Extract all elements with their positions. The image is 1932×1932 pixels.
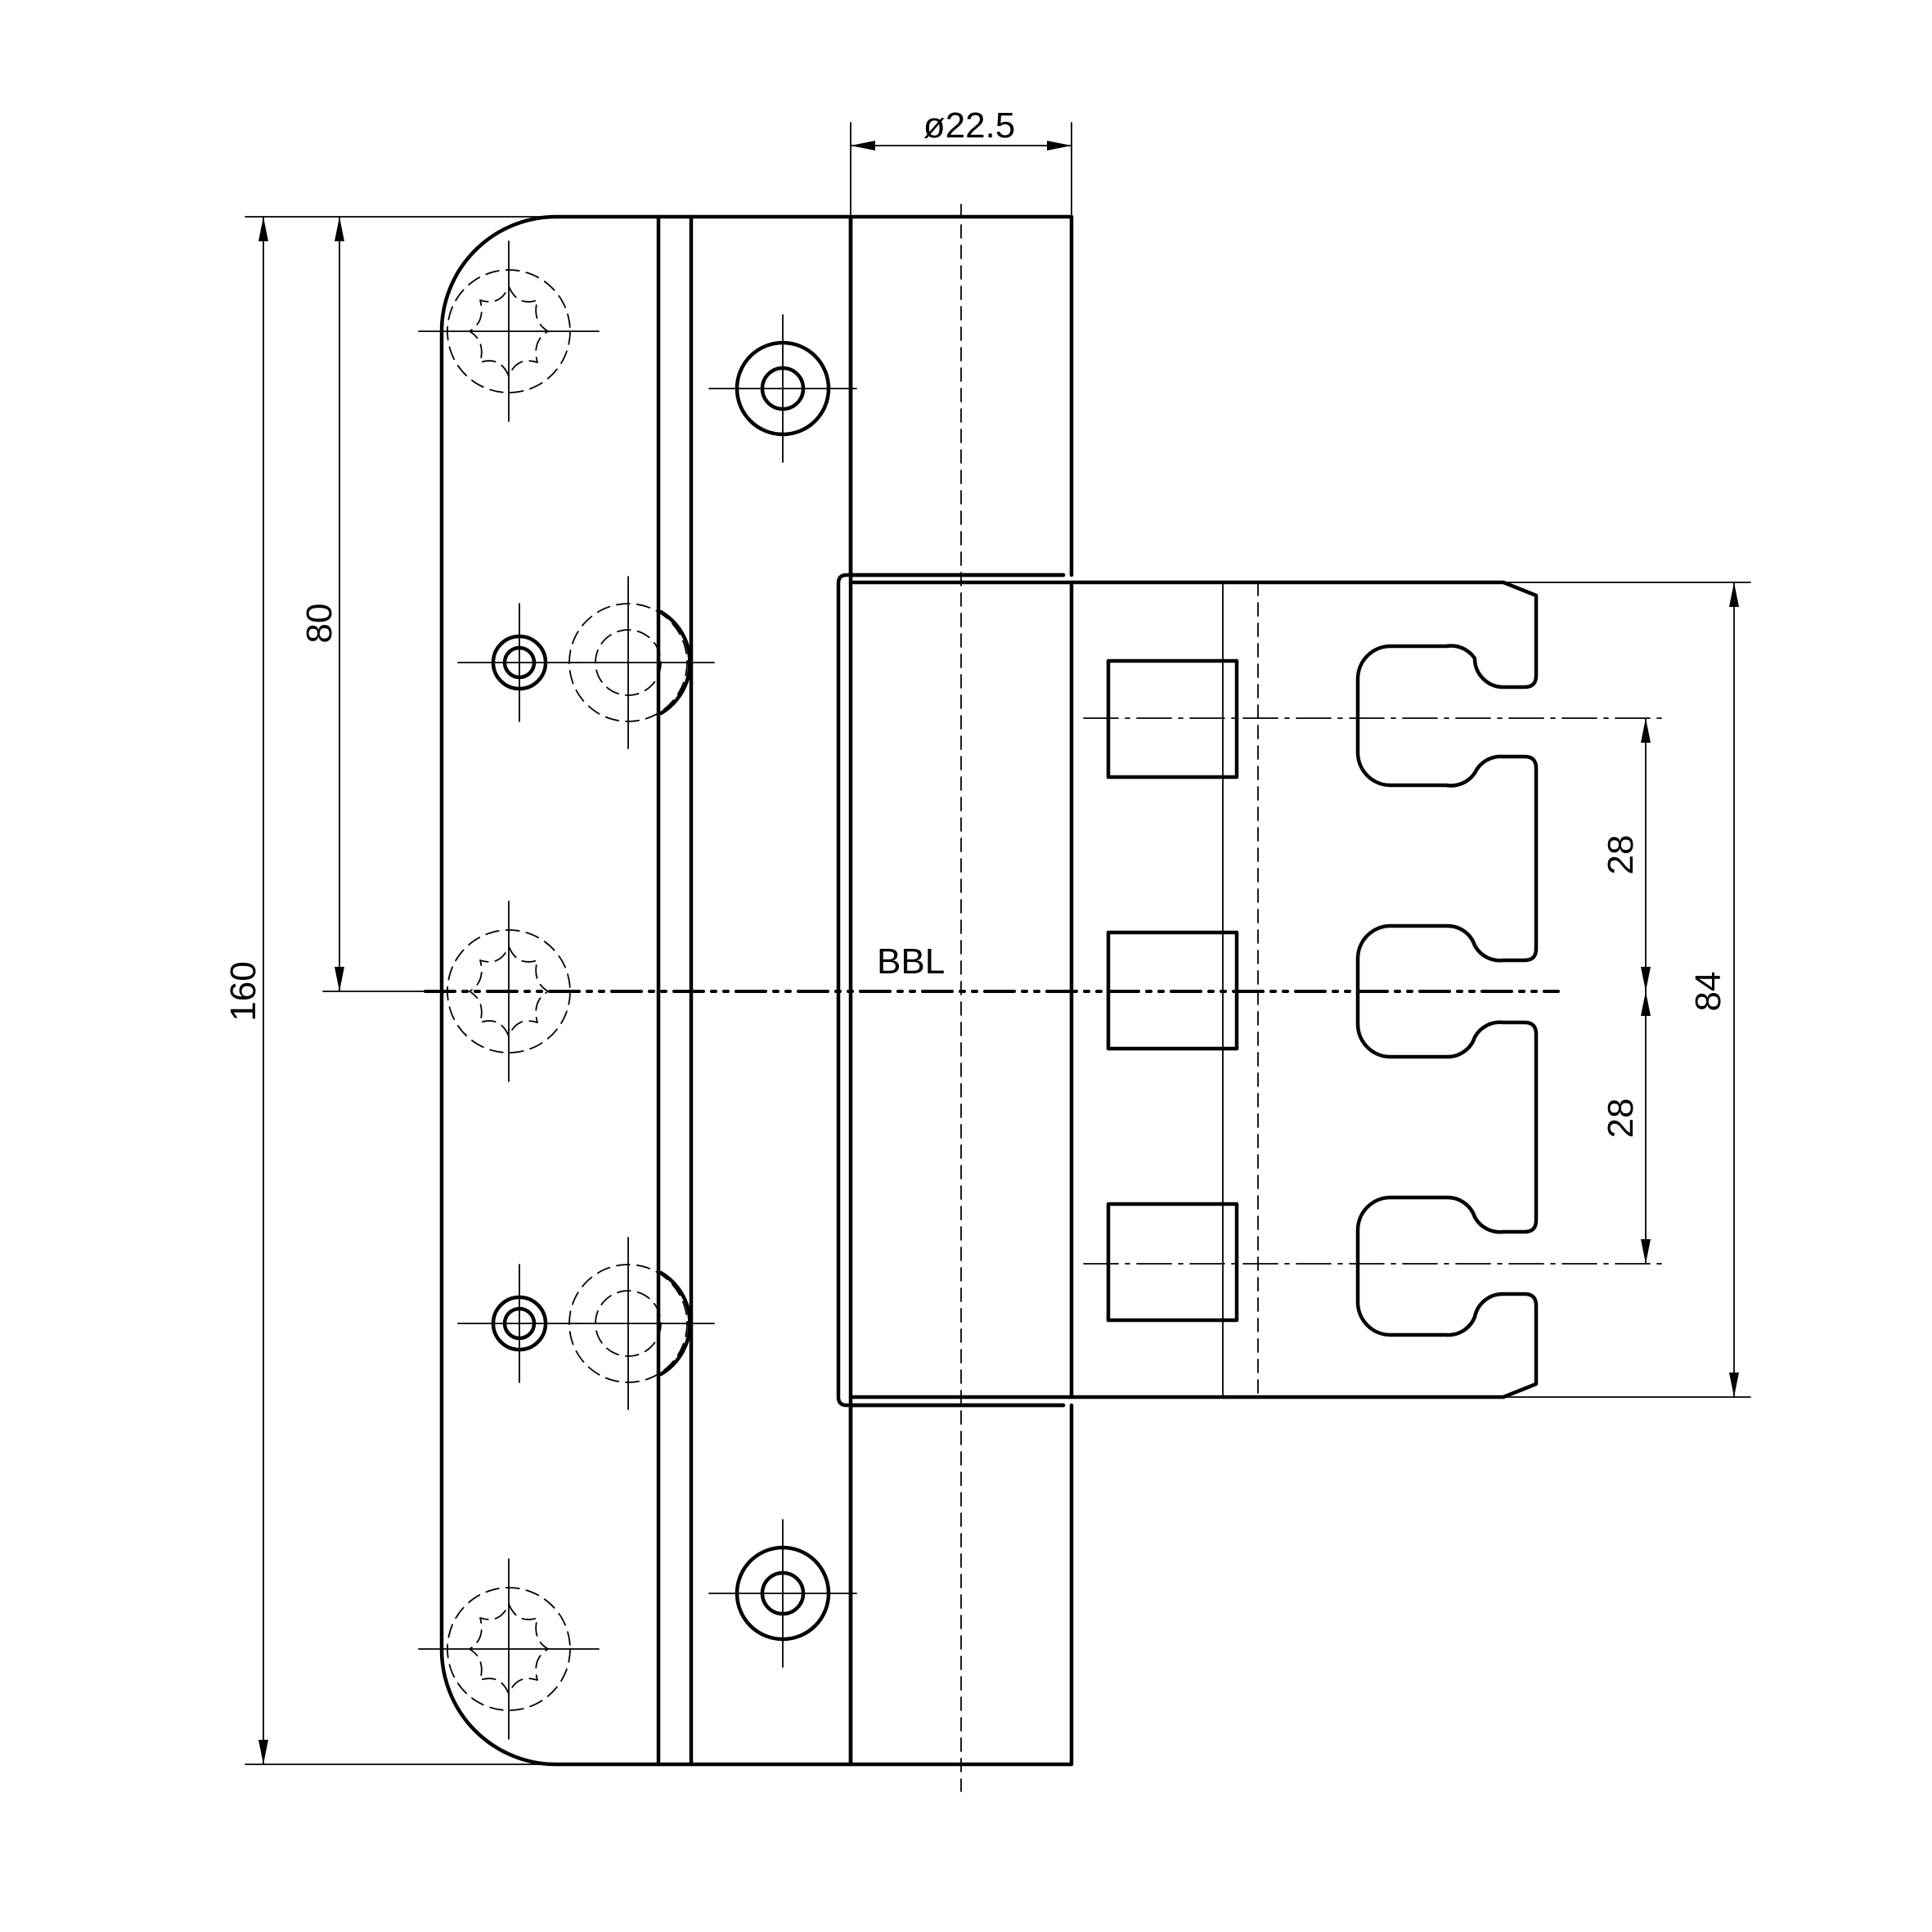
frame-plate-outline xyxy=(1069,580,1539,1400)
square-pocket xyxy=(1106,658,1239,780)
knuckle-upper-outline xyxy=(848,214,1074,577)
bbl-label: BBL xyxy=(877,941,945,982)
hidden-bore-hole xyxy=(566,576,715,749)
dimension-upper-spacing: 28 xyxy=(1601,717,1651,992)
dimension-total-height-text: 160 xyxy=(223,961,263,1021)
countersunk-hole xyxy=(457,1264,582,1383)
dimension-pin-diameter-text: ø22.5 xyxy=(923,106,1016,146)
dimension-frame-height-text: 84 xyxy=(1688,972,1728,1012)
dimension-pin-diameter: ø22.5 xyxy=(850,106,1072,215)
dimension-upper-spacing-text: 28 xyxy=(1601,835,1641,875)
torx-screw-hole xyxy=(418,240,600,422)
dimension-lower-spacing: 28 xyxy=(1601,991,1651,1265)
dimension-lower-spacing-text: 28 xyxy=(1601,1099,1641,1139)
hidden-bore-hole xyxy=(566,1237,715,1410)
dimension-total-height: 160 xyxy=(223,216,557,1765)
fixing-hole xyxy=(708,314,857,463)
dimension-half-height-text: 80 xyxy=(299,604,339,644)
torx-screw-hole xyxy=(418,1558,600,1740)
dimension-half-height: 80 xyxy=(299,216,426,992)
hinge-knuckle xyxy=(848,204,1074,1792)
countersunk-hole xyxy=(457,603,582,722)
door-leaf-outline xyxy=(439,214,853,1767)
square-pocket xyxy=(1106,1202,1239,1323)
fixing-hole xyxy=(708,1519,857,1668)
dimension-frame-height: 84 xyxy=(1504,582,1751,1398)
